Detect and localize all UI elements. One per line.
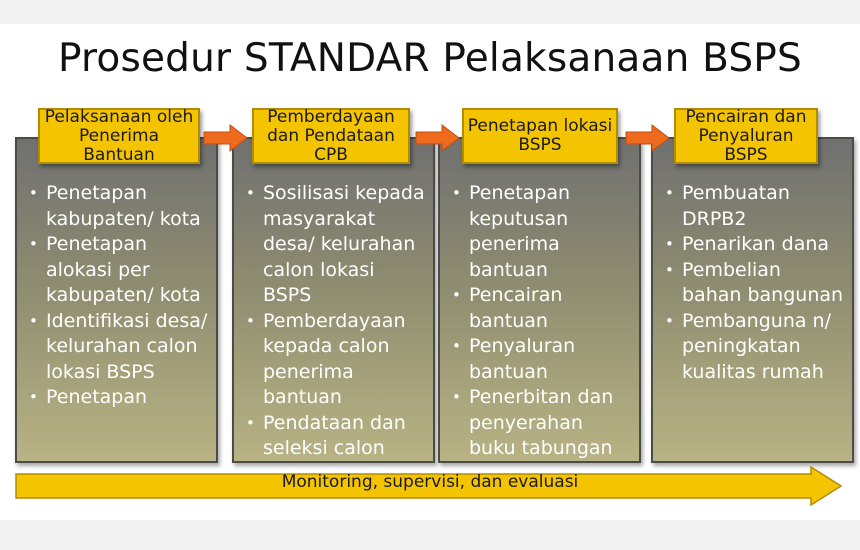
column-4: Pembuatan DRPB2 Penarikan dana Pembelian… xyxy=(651,137,854,463)
column-1: Penetapan kabupaten/ kota Penetapan alok… xyxy=(15,137,218,463)
step-4-header: Pencairan dan Penyaluran BSPS xyxy=(674,106,818,165)
timeline-arrow-icon xyxy=(15,466,843,506)
arrow-right-icon xyxy=(415,124,460,152)
list-item: Pencairan bantuan xyxy=(450,283,633,334)
column-3-list: Penetapan keputusan penerima bantuan Pen… xyxy=(440,139,639,461)
list-item: Penetapan alokasi per kabupaten/ kota xyxy=(27,232,210,309)
column-1-list: Penetapan kabupaten/ kota Penetapan alok… xyxy=(17,139,216,411)
bottom-band xyxy=(0,520,860,550)
arrow-right-icon xyxy=(203,124,248,152)
step-3-header: Penetapan lokasi BSPS xyxy=(462,108,618,164)
list-item: Penetapan xyxy=(27,385,210,411)
list-item: Identifikasi desa/ kelurahan calon lokas… xyxy=(27,309,210,386)
step-2-header-label: Pemberdayaan dan Pendataan CPB xyxy=(267,106,395,165)
list-item: Pembelian bahan bangunan xyxy=(663,258,846,309)
list-item: Pemberdayaan kepada calon penerima bantu… xyxy=(244,309,427,411)
step-2-header: Pemberdayaan dan Pendataan CPB xyxy=(252,106,410,165)
list-item: Penetapan kabupaten/ kota xyxy=(27,181,210,232)
list-item: Pembuatan DRPB2 xyxy=(663,181,846,232)
monitoring-label: Monitoring, supervisi, dan evaluasi xyxy=(281,472,579,492)
column-4-list: Pembuatan DRPB2 Penarikan dana Pembelian… xyxy=(653,139,852,385)
arrow-right-icon xyxy=(625,124,670,152)
list-item: Sosilisasi kepada masyarakat desa/ kelur… xyxy=(244,181,427,309)
list-item: Penetapan keputusan penerima bantuan xyxy=(450,181,633,283)
page-title: Prosedur STANDAR Pelaksanaan BSPS xyxy=(57,36,802,81)
list-item: Penarikan dana xyxy=(663,232,846,258)
column-2: Sosilisasi kepada masyarakat desa/ kelur… xyxy=(232,137,435,463)
step-3-header-label: Penetapan lokasi BSPS xyxy=(467,116,613,155)
list-item: Penerbitan dan penyerahan buku tabungan xyxy=(450,385,633,461)
list-item: Penyaluran bantuan xyxy=(450,334,633,385)
list-item: Pembanguna n/ peningkatan kualitas rumah xyxy=(663,309,846,386)
list-item: Pendataan dan seleksi calon xyxy=(244,411,427,462)
column-3: Penetapan keputusan penerima bantuan Pen… xyxy=(438,137,641,463)
step-1-header-label: Pelaksanaan oleh Penerima Bantuan xyxy=(44,106,194,165)
column-2-list: Sosilisasi kepada masyarakat desa/ kelur… xyxy=(234,139,433,462)
step-1-header: Pelaksanaan oleh Penerima Bantuan xyxy=(38,106,200,165)
step-4-header-label: Pencairan dan Penyaluran BSPS xyxy=(685,106,807,165)
top-band xyxy=(0,0,860,24)
